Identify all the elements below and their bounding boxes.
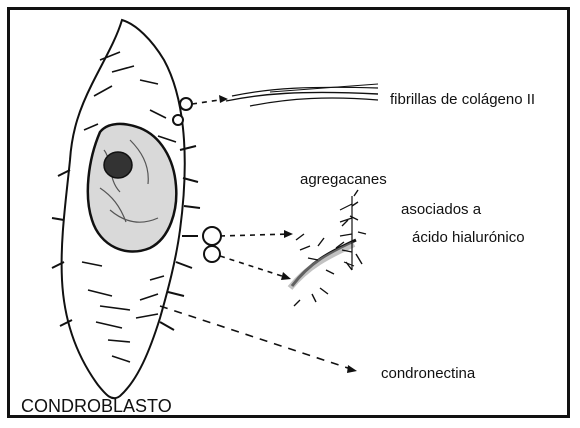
label-condroblasto: CONDROBLASTO [21, 397, 172, 415]
label-acido-hialuronico: ácido hialurónico [412, 230, 525, 245]
aggrecan-hyaluronan [290, 190, 366, 306]
arrowheads [219, 95, 357, 373]
label-agregacanes: agregacanes [300, 172, 387, 187]
label-condronectina: condronectina [381, 366, 475, 381]
nucleolus [104, 152, 132, 178]
label-asociados: asociados a [401, 202, 481, 217]
condroblast-cell [52, 20, 200, 398]
arrow-to-condronectina [160, 306, 354, 370]
arrow-to-aggrecan-1 [220, 234, 290, 236]
dashed-arrows [160, 99, 354, 370]
label-fibrillas: fibrillas de colágeno II [390, 92, 535, 107]
collagen-fibrils [226, 84, 378, 106]
arrow-to-aggrecan-2 [220, 256, 288, 278]
